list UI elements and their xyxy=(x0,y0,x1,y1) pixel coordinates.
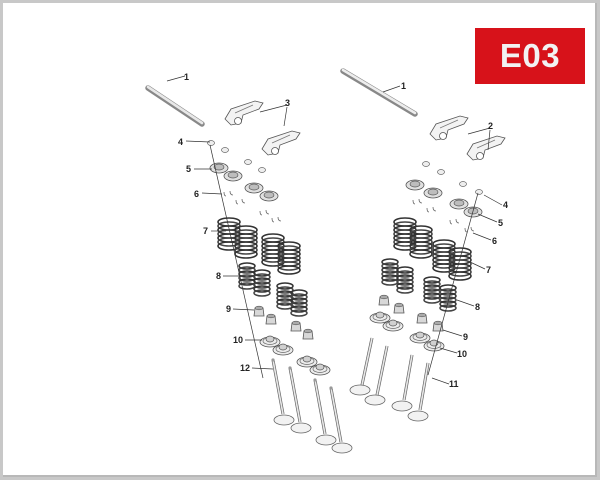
callout-left-3: 3 xyxy=(285,98,290,108)
callout-right-8: 8 xyxy=(475,302,480,312)
right-retainers xyxy=(405,179,483,218)
right-rocker-shaft xyxy=(340,68,418,117)
callout-left-8: 8 xyxy=(216,271,221,281)
callout-right-7: 7 xyxy=(486,265,491,275)
left-rocker-arms xyxy=(224,100,301,156)
callout-left-7: 7 xyxy=(203,226,208,236)
callout-left-12: 12 xyxy=(240,363,250,373)
callout-left-9: 9 xyxy=(226,304,231,314)
right-seats xyxy=(369,311,445,352)
left-rocker-shaft xyxy=(145,85,205,127)
callout-right-10: 10 xyxy=(457,349,467,359)
left-inner-springs xyxy=(238,262,308,317)
callout-right-11: 11 xyxy=(449,379,459,389)
callout-left-5: 5 xyxy=(186,164,191,174)
right-valves xyxy=(349,337,430,422)
section-code: E03 xyxy=(499,37,561,74)
section-badge: E03 xyxy=(475,28,585,84)
callout-right-6: 6 xyxy=(492,236,497,246)
callout-right-5: 5 xyxy=(498,218,503,228)
callout-left-4: 4 xyxy=(178,137,183,147)
callout-right-2: 2 xyxy=(488,121,493,131)
callout-right-4: 4 xyxy=(503,200,508,210)
callout-right-1: 1 xyxy=(401,81,406,91)
left-axis-line xyxy=(209,144,264,379)
left-retainers xyxy=(209,162,279,202)
left-callouts: 1 3 4 5 6 7 8 9 10 12 xyxy=(166,72,290,373)
right-axis-line xyxy=(427,192,479,376)
left-outer-springs xyxy=(217,217,301,275)
right-inner-springs xyxy=(381,258,457,312)
callout-left-6: 6 xyxy=(194,189,199,199)
right-callouts: 1 2 4 5 6 7 8 9 10 11 xyxy=(382,81,508,389)
callout-right-9: 9 xyxy=(463,332,468,342)
callout-left-10: 10 xyxy=(233,335,243,345)
callout-left-1: 1 xyxy=(184,72,189,82)
right-rocker-arms xyxy=(429,115,506,161)
